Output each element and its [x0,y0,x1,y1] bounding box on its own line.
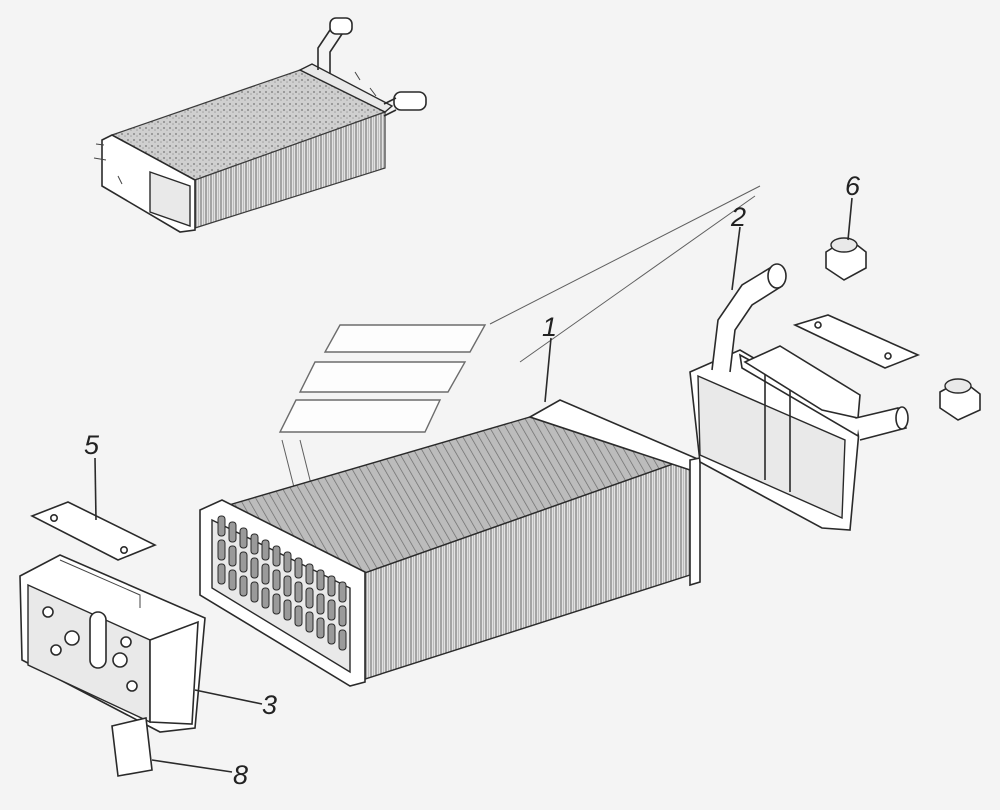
callout-2: 2 [730,202,746,232]
left-end-tank [19,554,206,733]
left-tank-holes [42,606,138,692]
leader-1 [544,337,552,403]
assembled-radiator-thumbnail [93,17,427,233]
callout-labels: 1 2 3 5 6 8 [84,171,861,790]
leader-2 [731,226,741,291]
gasket-plate-left [30,501,157,561]
radiator-core [199,399,702,687]
plug-upper [825,237,867,281]
seal-pad [111,717,153,777]
leader-5 [94,457,97,521]
callout-1: 1 [542,312,557,342]
right-tank-flange [743,345,861,419]
core-tube-rows [217,515,347,651]
leader-8 [151,759,233,773]
leader-lines [94,197,853,773]
leader-6 [847,197,853,241]
thumbnail-right-tank [298,63,394,113]
thumbnail-pipes [317,17,427,117]
background-watermark [278,185,761,571]
right-tank-outlet-pipe [855,406,909,441]
thumbnail-left-flange [149,171,191,227]
leader-3 [194,689,263,705]
plug-lower [939,378,981,421]
callout-8: 8 [233,760,248,790]
callout-6: 6 [845,171,861,201]
callout-3: 3 [262,690,277,720]
callout-5: 5 [84,430,100,460]
gasket-plate-right [792,314,921,369]
right-end-tank [689,263,909,531]
right-tank-inlet-pipe [711,263,787,373]
